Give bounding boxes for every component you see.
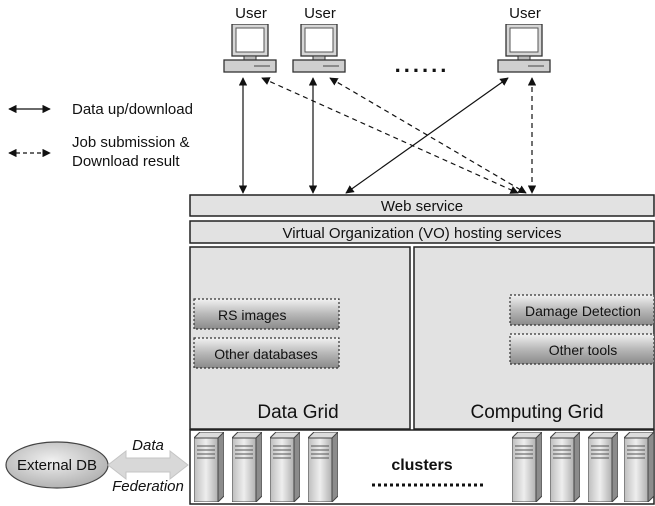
computing-grid-title: Computing Grid bbox=[470, 402, 603, 423]
legend-dashed-line1: Job submission & bbox=[72, 134, 190, 151]
external-db-label: External DB bbox=[17, 457, 97, 474]
user-terminals: User User User ...... bbox=[223, 5, 551, 77]
legend-dashed-line2: Download result bbox=[72, 153, 180, 170]
vo-hosting-label: Virtual Organization (VO) hosting servic… bbox=[282, 225, 561, 242]
computing-grid-panel: Damage Detection Other tools Computing G… bbox=[413, 246, 655, 430]
server-icon bbox=[550, 432, 580, 502]
web-service-bar bbox=[189, 194, 655, 217]
server-icon bbox=[588, 432, 618, 502]
server-icon bbox=[232, 432, 262, 502]
computer-icon bbox=[223, 24, 277, 73]
data-grid-panel: RS images Other databases Data Grid bbox=[189, 246, 411, 430]
clusters-label: clusters bbox=[391, 457, 452, 474]
federation-label-bottom: Federation bbox=[112, 478, 184, 495]
rs-images-label: RS images bbox=[218, 307, 286, 323]
server-icon bbox=[512, 432, 542, 502]
other-databases-label: Other databases bbox=[214, 346, 318, 362]
job-arrow bbox=[329, 77, 527, 194]
other-tools-label: Other tools bbox=[549, 342, 617, 358]
user-label-3: User bbox=[509, 5, 541, 22]
other-tools-box bbox=[509, 333, 655, 365]
server-icon bbox=[194, 432, 224, 502]
damage-detection-label: Damage Detection bbox=[525, 303, 641, 319]
computer-icon bbox=[497, 24, 551, 73]
connection-arrows bbox=[238, 77, 537, 194]
other-databases-box bbox=[193, 337, 340, 369]
federation-arrow-icon bbox=[107, 449, 189, 481]
server-icon bbox=[308, 432, 338, 502]
computer-icon bbox=[292, 24, 346, 73]
users-ellipsis: ...... bbox=[395, 52, 450, 77]
legend: Data up/download Job submission & Downlo… bbox=[8, 101, 193, 170]
external-db-federation: External DB Data Federation bbox=[5, 437, 189, 495]
user-label-2: User bbox=[304, 5, 336, 22]
vo-hosting-bar bbox=[189, 220, 655, 244]
server-icon bbox=[270, 432, 300, 502]
user-label-1: User bbox=[235, 5, 267, 22]
legend-solid-label: Data up/download bbox=[72, 101, 193, 118]
job-arrow bbox=[261, 77, 519, 194]
clusters-panel: clusters bbox=[189, 429, 655, 505]
federation-label-top: Data bbox=[132, 437, 164, 454]
data-grid-title: Data Grid bbox=[257, 402, 338, 423]
web-service-label: Web service bbox=[381, 198, 463, 215]
damage-detection-box bbox=[509, 294, 655, 326]
rs-images-box bbox=[193, 298, 340, 330]
server-icon bbox=[624, 432, 654, 502]
